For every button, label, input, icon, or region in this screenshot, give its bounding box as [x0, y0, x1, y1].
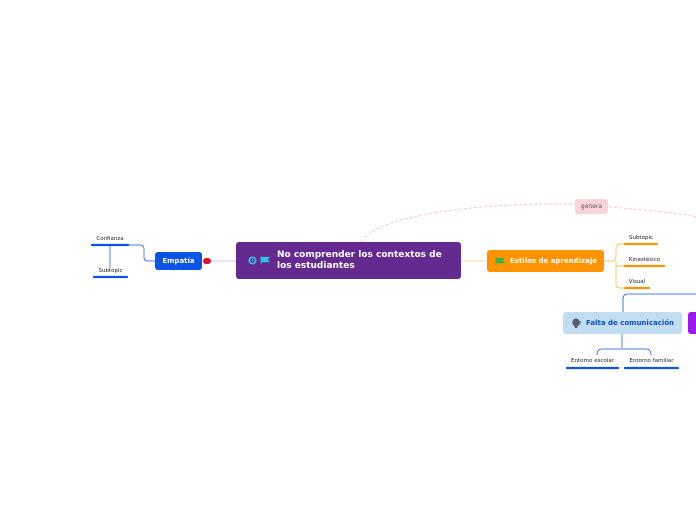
- branch-falta-de-comunicacion[interactable]: Falta de comunicación: [563, 312, 682, 334]
- subtopic-entorno-familiar[interactable]: Entorno familiar: [629, 358, 674, 364]
- flag-icon: [495, 256, 505, 266]
- central-icons: [248, 256, 271, 265]
- offscreen-topic[interactable]: [688, 312, 696, 334]
- falta-label: Falta de comunicación: [586, 319, 675, 327]
- central-topic-label: No comprender los contextos de los estud…: [277, 250, 442, 272]
- central-topic-line2: los estudiantes: [277, 260, 355, 271]
- speaker-icon: [572, 317, 581, 328]
- subtopic-entorno-escolar[interactable]: Entorno escolar: [570, 358, 615, 364]
- branch-empatia[interactable]: Empatía: [155, 252, 202, 270]
- connector-empatia-sub: [128, 244, 155, 262]
- connector-purple-falta: [622, 293, 696, 312]
- connector-estilos-sub: [604, 243, 624, 289]
- relationship-label[interactable]: genera: [575, 199, 608, 214]
- subtopic-left[interactable]: Subtopic: [98, 268, 123, 274]
- subtopic-confianza[interactable]: Confianza: [96, 236, 124, 242]
- connector-falta-sub: [596, 334, 652, 356]
- target-icon: [248, 256, 257, 265]
- estilos-label: Estilos de aprendizaje: [510, 257, 597, 265]
- subtopic-right[interactable]: Subtopic: [628, 235, 654, 241]
- collapse-toggle[interactable]: [203, 258, 211, 264]
- subtopic-visual[interactable]: Visual: [628, 279, 646, 285]
- central-topic[interactable]: No comprender los contextos de los estud…: [236, 242, 461, 279]
- flag-icon: [260, 256, 270, 265]
- central-topic-line1: No comprender los contextos de: [277, 249, 442, 260]
- subtopic-kinestesico[interactable]: Kinestésico: [628, 257, 661, 263]
- branch-estilos-de-aprendizaje[interactable]: Estilos de aprendizaje: [487, 250, 604, 272]
